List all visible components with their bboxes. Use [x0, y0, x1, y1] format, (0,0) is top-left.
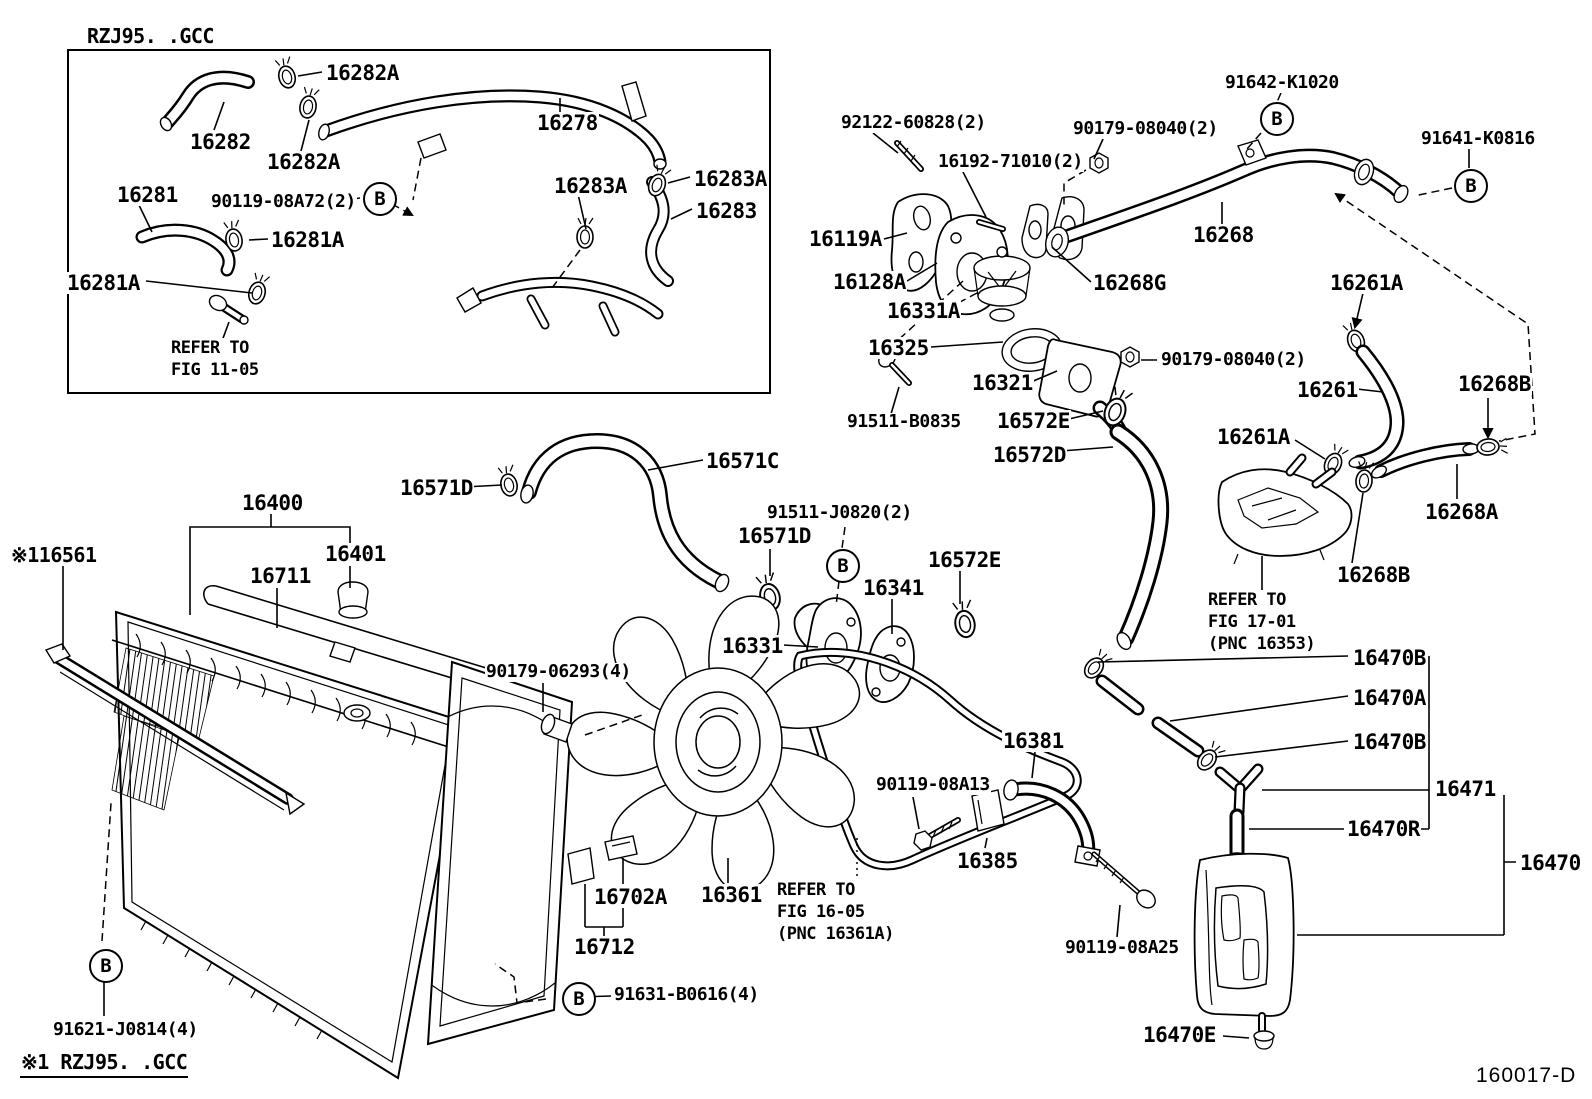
part-label-16281a-1: 16281A [270, 228, 345, 252]
radiator-drawing [44, 581, 507, 1080]
callout-b-4: B [826, 549, 860, 583]
part-label-16571d-1: 16571D [399, 476, 474, 500]
part-label-16572e-1: 16572E [996, 409, 1071, 433]
fan-drawing [563, 590, 870, 899]
part-label-16711: 16711 [249, 564, 312, 588]
bracket-parts-drawing [540, 713, 1156, 909]
callout-b-2: B [1260, 102, 1294, 136]
callout-b-letter: B [100, 955, 112, 977]
part-label-90119-08a72: 90119-08A72(2) [210, 191, 357, 212]
part-label-16282: 16282 [189, 130, 252, 154]
part-label-91621-j0814: 91621-J0814(4) [52, 1019, 199, 1040]
refer-note-fig-16-05: REFER TO FIG 16-05 (PNC 16361A) [776, 880, 895, 946]
reservoir-tank-drawing [1080, 647, 1295, 1050]
part-label-16470b-1: 16470B [1352, 646, 1427, 670]
part-label-16128a: 16128A [832, 270, 907, 294]
part-label-16571d-2: 16571D [737, 524, 812, 548]
part-label-90119-08a13: 90119-08A13 [875, 774, 991, 795]
part-label-16470a: 16470A [1352, 686, 1427, 710]
part-label-16400: 16400 [241, 491, 304, 515]
part-label-16268b-1: 16268B [1457, 372, 1532, 396]
part-label-16331a: 16331A [886, 299, 961, 323]
drawing-number: 160017-D [1476, 1064, 1577, 1088]
part-label-16470b-2: 16470B [1352, 730, 1427, 754]
part-label-16268b-2: 16268B [1336, 563, 1411, 587]
part-label-16572e-2: 16572E [927, 548, 1002, 572]
callout-b-letter: B [1271, 108, 1283, 130]
part-label-91511-j0820: 91511-J0820(2) [766, 502, 913, 523]
part-label-90179-08040-2: 90179-08040(2) [1160, 349, 1307, 370]
part-label-16331: 16331 [721, 634, 784, 658]
part-label-16712: 16712 [573, 935, 636, 959]
fan-shroud-drawing [426, 660, 574, 1046]
thermostat-housing-parts-drawing [878, 141, 1140, 443]
shroud-clip-parts [567, 835, 638, 885]
part-label-16282a-2: 16282A [266, 150, 341, 174]
part-label-16401: 16401 [324, 542, 387, 566]
part-label-16361: 16361 [700, 883, 763, 907]
part-label-91631-b0616: 91631-B0616(4) [613, 984, 760, 1005]
part-label-16268: 16268 [1192, 223, 1255, 247]
part-label-90179-08040-1: 90179-08040(2) [1072, 118, 1219, 139]
part-label-90179-06293: 90179-06293(4) [485, 661, 632, 682]
part-label-16261: 16261 [1296, 378, 1359, 402]
callout-b-letter: B [837, 555, 849, 577]
part-label-16282a-1: 16282A [325, 61, 400, 85]
part-label-90119-08a25: 90119-08A25 [1064, 937, 1180, 958]
part-label-91642-k1020: 91642-K1020 [1224, 72, 1340, 93]
bypass-pipe-drawing [1044, 139, 1409, 258]
part-label-16268a: 16268A [1424, 500, 1499, 524]
part-label-16281a-2: 16281A [66, 271, 141, 295]
right-hoses-drawing [1114, 319, 1509, 651]
part-label-16471: 16471 [1434, 777, 1497, 801]
part-label-16283a-1: 16283A [553, 174, 628, 198]
refer-note-fig-17-01: REFER TO FIG 17-01 (PNC 16353) [1207, 590, 1317, 656]
part-label-16321: 16321 [971, 371, 1034, 395]
part-label-16268g: 16268G [1092, 271, 1167, 295]
part-label-116561: ※116561 [10, 543, 98, 567]
part-label-16281: 16281 [116, 183, 179, 207]
callout-b-5: B [89, 949, 123, 983]
drive-belt-drawing [793, 648, 1082, 871]
footnote: ※1 RZJ95. .GCC [20, 1052, 189, 1078]
part-label-16571c: 16571C [705, 449, 780, 473]
callout-b-letter: B [374, 188, 386, 210]
inset-box-drawing [67, 49, 771, 394]
part-label-91641-k0816: 91641-K0816 [1420, 128, 1536, 149]
callout-b-1: B [363, 182, 397, 216]
part-label-16381: 16381 [1002, 729, 1065, 753]
part-label-16325: 16325 [867, 336, 930, 360]
part-label-16283: 16283 [695, 199, 758, 223]
inset-title: RZJ95. .GCC [86, 24, 215, 48]
callout-b-letter: B [573, 988, 585, 1010]
part-label-91511-b0835: 91511-B0835 [846, 411, 962, 432]
part-label-16702a: 16702A [593, 885, 668, 909]
part-label-16283a-2: 16283A [693, 167, 768, 191]
radiator-hose-drawing [496, 441, 978, 640]
callout-b-3: B [1454, 169, 1488, 203]
part-label-16470e: 16470E [1142, 1023, 1217, 1047]
part-label-16572d: 16572D [992, 443, 1067, 467]
refer-note-fig-11-05: REFER TO FIG 11-05 [170, 338, 260, 382]
part-label-16261a-2: 16261A [1216, 425, 1291, 449]
part-label-16470: 16470 [1519, 851, 1582, 875]
part-label-16278: 16278 [536, 111, 599, 135]
part-label-16470r: 16470R [1346, 817, 1421, 841]
part-label-16261a-1: 16261A [1329, 271, 1404, 295]
part-label-16341: 16341 [862, 576, 925, 600]
part-label-92122-60828: 92122-60828(2) [840, 112, 987, 133]
callout-b-6: B [562, 982, 596, 1016]
part-label-16385: 16385 [956, 849, 1019, 873]
part-label-16192-71010: 16192-71010(2) [937, 151, 1084, 172]
callout-b-letter: B [1465, 175, 1477, 197]
part-label-16119a: 16119A [808, 227, 883, 251]
